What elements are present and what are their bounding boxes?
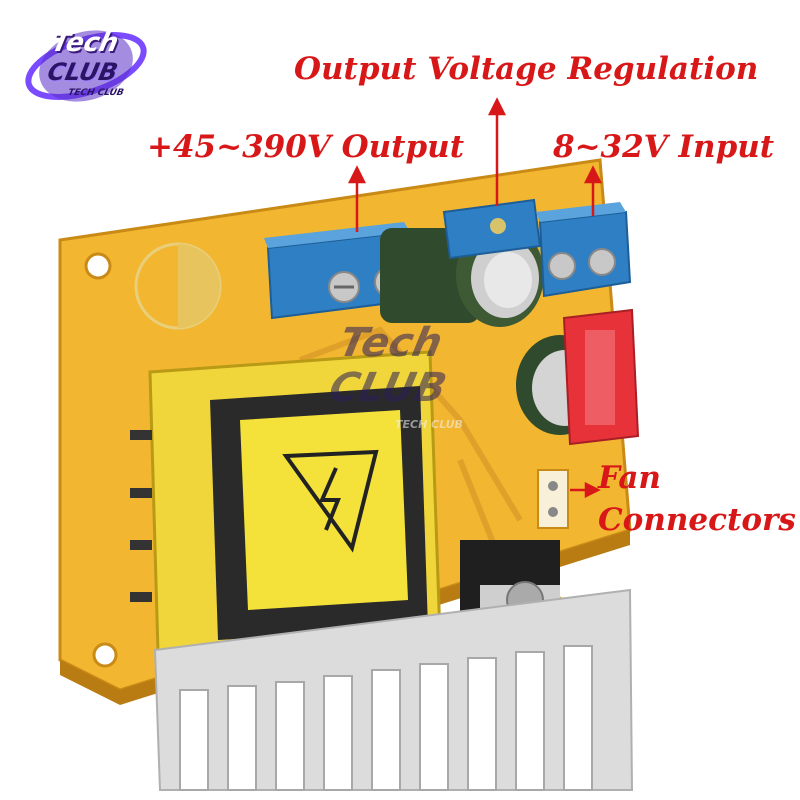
label-output-range: +45~390V Output	[147, 129, 465, 165]
voltage-potentiometer	[442, 198, 542, 260]
heatsink	[153, 588, 634, 791]
mounting-hole	[92, 642, 118, 668]
label-input-range: 8~32V Input	[553, 129, 775, 165]
mounting-hole	[84, 252, 112, 280]
callout-arrows	[347, 97, 603, 499]
label-fan: Fan	[598, 460, 661, 496]
logo-word-tech: Tech	[48, 28, 122, 58]
silkscreen-hatch	[178, 244, 220, 328]
mosfet	[460, 540, 560, 630]
logo-word-small: TECH CLUB	[66, 88, 125, 98]
label-connectors: Connectors	[598, 502, 796, 538]
fuse	[562, 308, 640, 446]
logo-word-club: CLUB	[45, 58, 121, 86]
input-terminal-block	[536, 202, 632, 298]
fan-connector-header	[537, 469, 569, 529]
tech-club-logo: Tech CLUB TECH CLUB	[18, 22, 148, 112]
transformer	[130, 350, 442, 654]
label-output-voltage-regulation: Output Voltage Regulation	[294, 51, 759, 87]
